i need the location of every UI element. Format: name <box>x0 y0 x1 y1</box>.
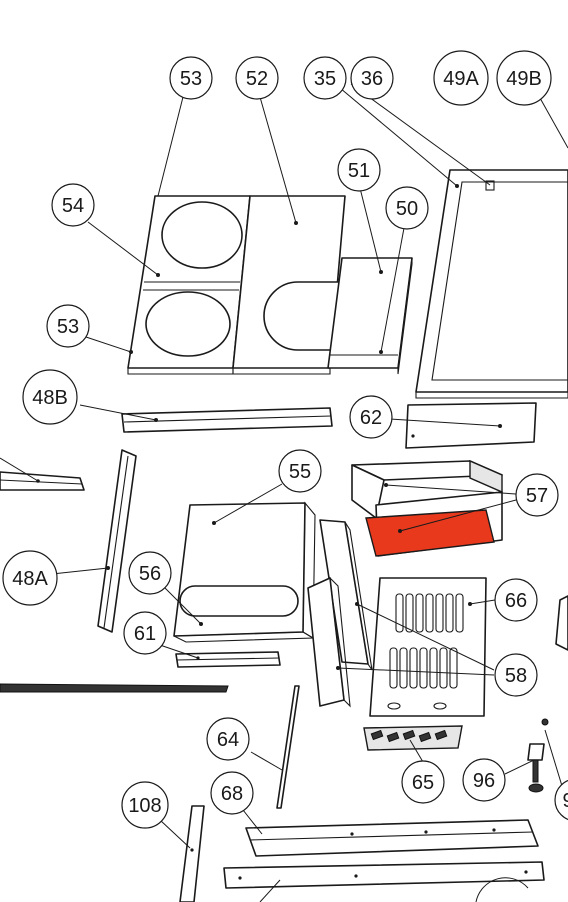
callout-96: 96 <box>462 758 506 802</box>
callout-48b: 48B <box>22 369 78 425</box>
callout-36: 36 <box>350 56 394 100</box>
callout-56: 56 <box>128 551 172 595</box>
callout-label: 58 <box>505 665 527 687</box>
callout-55: 55 <box>278 449 322 493</box>
callout-label: 68 <box>221 783 243 805</box>
part-left-bracket <box>0 471 85 491</box>
callout-58: 58 <box>494 653 538 697</box>
callout-53-top: 53 <box>169 56 213 100</box>
highlighted-part-57 <box>365 509 495 557</box>
callout-label: 65 <box>412 772 434 794</box>
callout-66: 66 <box>494 578 538 622</box>
part-left-long-rail <box>0 683 229 693</box>
part-rod-64 <box>276 685 300 809</box>
callout-label: 9 <box>562 790 568 812</box>
part-rail-48b <box>121 407 333 433</box>
part-rear-panel-55 <box>173 501 316 643</box>
callout-9-partial: 9 <box>554 779 568 821</box>
callout-label: 53 <box>57 316 79 338</box>
callout-partial-bottom <box>475 877 529 902</box>
part-door-frame <box>415 169 568 399</box>
part-top-plate-round-holes <box>127 195 251 375</box>
callout-64: 64 <box>206 717 250 761</box>
part-bottom-rail-68 <box>245 819 539 857</box>
callout-label: 54 <box>62 195 84 217</box>
callout-label: 53 <box>180 68 202 90</box>
part-bottom-rail-lower <box>223 861 545 889</box>
callout-label: 108 <box>128 795 161 817</box>
part-small-side-plate <box>327 257 413 375</box>
part-side-brick-58b <box>307 576 351 708</box>
part-bar-61 <box>175 651 281 668</box>
leader-lines <box>0 83 568 902</box>
callout-label: 49B <box>506 68 542 90</box>
callout-68: 68 <box>210 771 254 815</box>
callout-label: 96 <box>473 770 495 792</box>
part-tray-57 <box>351 459 503 557</box>
callout-label: 56 <box>139 563 161 585</box>
callout-61: 61 <box>123 611 167 655</box>
callout-54: 54 <box>51 183 95 227</box>
callout-48a: 48A <box>2 550 58 606</box>
part-vertical-bar-108 <box>179 805 205 902</box>
callout-label: 35 <box>314 68 336 90</box>
callout-label: 61 <box>134 623 156 645</box>
callout-label: 57 <box>526 485 548 507</box>
callout-label: 48B <box>32 387 68 409</box>
callout-49a: 49A <box>433 50 489 106</box>
part-side-rail-48a <box>97 449 137 633</box>
callout-label: 66 <box>505 590 527 612</box>
callout-51: 51 <box>337 148 381 192</box>
part-ash-base-65 <box>363 725 463 751</box>
callout-57: 57 <box>515 473 559 517</box>
callout-label: 48A <box>12 568 48 590</box>
callout-label: 50 <box>396 198 418 220</box>
callout-62: 62 <box>349 395 393 439</box>
callout-53-lower: 53 <box>46 304 90 348</box>
callout-108: 108 <box>121 781 169 829</box>
callout-label: 36 <box>361 68 383 90</box>
callout-label: 49A <box>443 68 479 90</box>
callout-label: 52 <box>246 68 268 90</box>
callout-52: 52 <box>235 56 279 100</box>
callout-label: 51 <box>348 160 370 182</box>
part-right-edge <box>555 595 568 651</box>
callout-35: 35 <box>303 56 347 100</box>
part-plate-62 <box>405 402 537 449</box>
callout-49b: 49B <box>496 50 552 106</box>
callout-65: 65 <box>401 760 445 804</box>
part-grate-66 <box>369 577 487 717</box>
part-fitting-96 <box>527 718 549 793</box>
callout-label: 62 <box>360 407 382 429</box>
callout-50: 50 <box>385 186 429 230</box>
callout-label: 55 <box>289 461 311 483</box>
callout-label: 64 <box>217 729 239 751</box>
